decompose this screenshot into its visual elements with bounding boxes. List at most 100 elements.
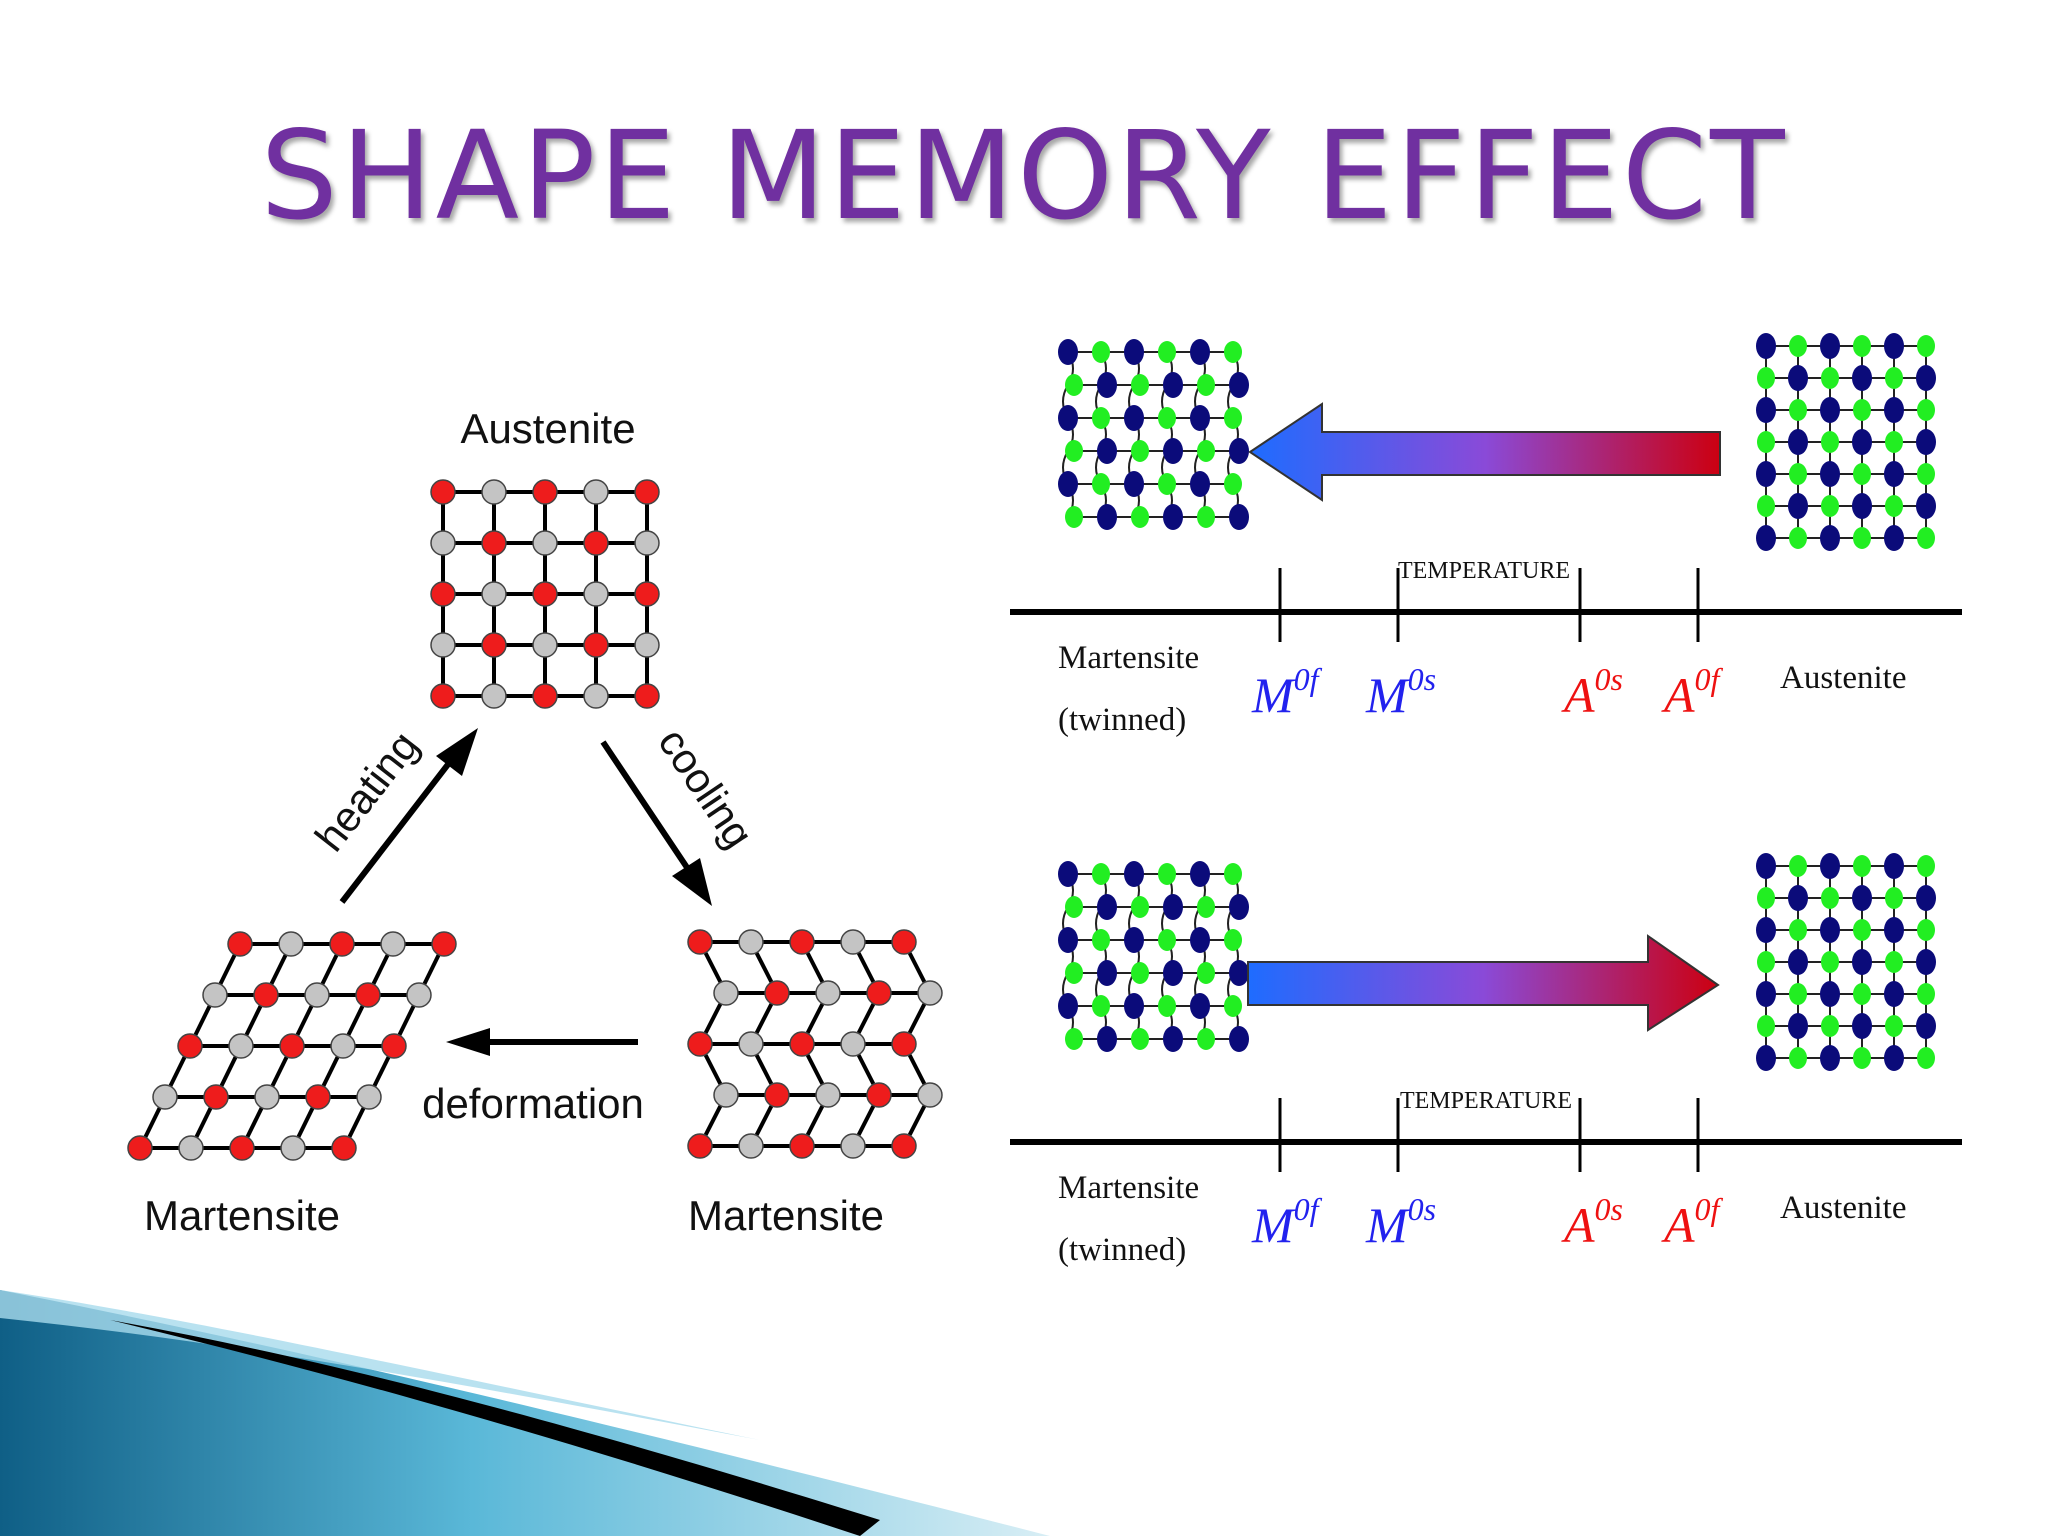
lattice-atom bbox=[1131, 440, 1149, 462]
lattice-atom bbox=[1197, 896, 1215, 918]
lattice-atom bbox=[1197, 506, 1215, 528]
temperature-marker-a0s: A0s bbox=[1561, 1191, 1623, 1253]
austenite-lattice-top bbox=[1756, 333, 1936, 551]
lattice-atom bbox=[1884, 461, 1904, 487]
lattice-atom bbox=[1885, 431, 1903, 453]
lattice-atom bbox=[1852, 493, 1872, 519]
lattice-atom bbox=[1853, 335, 1871, 357]
lattice-atom bbox=[1131, 896, 1149, 918]
lattice-atom bbox=[1124, 927, 1144, 953]
lattice-atom bbox=[1917, 527, 1935, 549]
temperature-marker-m0f: M0f bbox=[1251, 661, 1323, 723]
lattice-atom bbox=[1092, 995, 1110, 1017]
lattice-atom bbox=[1158, 863, 1176, 885]
lattice-atom bbox=[1158, 929, 1176, 951]
lattice-atom bbox=[1058, 861, 1078, 887]
lattice-atom bbox=[1757, 431, 1775, 453]
lattice-atom bbox=[1884, 981, 1904, 1007]
lattice-atom bbox=[1058, 927, 1078, 953]
lattice-atom bbox=[1190, 861, 1210, 887]
lattice-atom bbox=[1917, 855, 1935, 877]
austenite-right-label-bottom: Austenite bbox=[1780, 1190, 1906, 1226]
twinned-martensite-lattice-bottom bbox=[1058, 861, 1249, 1052]
lattice-atom bbox=[1853, 919, 1871, 941]
lattice-atom bbox=[1097, 1026, 1117, 1052]
lattice-atom bbox=[1058, 993, 1078, 1019]
lattice-atom bbox=[1820, 1045, 1840, 1071]
lattice-atom bbox=[1885, 367, 1903, 389]
lattice-atom bbox=[1065, 962, 1083, 984]
lattice-atom bbox=[1124, 861, 1144, 887]
lattice-atom bbox=[1884, 397, 1904, 423]
lattice-atom bbox=[1224, 473, 1242, 495]
lattice-atom bbox=[1788, 949, 1808, 975]
lattice-atom bbox=[1788, 1013, 1808, 1039]
lattice-atom bbox=[1163, 372, 1183, 398]
lattice-atom bbox=[1124, 993, 1144, 1019]
lattice-atom bbox=[1163, 438, 1183, 464]
lattice-atom bbox=[1163, 504, 1183, 530]
lattice-atom bbox=[1097, 504, 1117, 530]
temperature-marker-a0f: A0f bbox=[1661, 1191, 1724, 1253]
lattice-atom bbox=[1789, 335, 1807, 357]
heating-temperature-panel: TEMPERATURE Martensite (twinned) Austeni… bbox=[1010, 853, 1962, 1268]
lattice-atom bbox=[1820, 981, 1840, 1007]
lattice-atom bbox=[1820, 853, 1840, 879]
lattice-atom bbox=[1821, 887, 1839, 909]
lattice-atom bbox=[1789, 463, 1807, 485]
lattice-atom bbox=[1229, 1026, 1249, 1052]
lattice-atom bbox=[1131, 506, 1149, 528]
lattice-atom bbox=[1789, 855, 1807, 877]
austenite-lattice-bottom bbox=[1756, 853, 1936, 1071]
twinned-martensite-lattice-top bbox=[1058, 339, 1249, 530]
lattice-atom bbox=[1756, 397, 1776, 423]
lattice-atom bbox=[1916, 365, 1936, 391]
lattice-atom bbox=[1917, 1047, 1935, 1069]
lattice-atom bbox=[1853, 527, 1871, 549]
lattice-atom bbox=[1820, 525, 1840, 551]
lattice-atom bbox=[1757, 367, 1775, 389]
lattice-atom bbox=[1820, 397, 1840, 423]
lattice-atom bbox=[1190, 339, 1210, 365]
lattice-atom bbox=[1124, 471, 1144, 497]
lattice-atom bbox=[1190, 471, 1210, 497]
lattice-atom bbox=[1058, 405, 1078, 431]
lattice-atom bbox=[1916, 1013, 1936, 1039]
lattice-atom bbox=[1884, 853, 1904, 879]
lattice-atom bbox=[1197, 1028, 1215, 1050]
lattice-atom bbox=[1789, 919, 1807, 941]
lattice-atom bbox=[1917, 919, 1935, 941]
lattice-atom bbox=[1756, 981, 1776, 1007]
cooling-temperature-panel: TEMPERATURE Martensite (twinned) Austeni… bbox=[1010, 333, 1962, 738]
lattice-atom bbox=[1853, 463, 1871, 485]
lattice-atom bbox=[1789, 1047, 1807, 1069]
lattice-atom bbox=[1885, 1015, 1903, 1037]
lattice-atom bbox=[1756, 333, 1776, 359]
lattice-atom bbox=[1916, 885, 1936, 911]
lattice-atom bbox=[1884, 333, 1904, 359]
temperature-marker-m0s: M0s bbox=[1365, 661, 1436, 723]
lattice-atom bbox=[1917, 335, 1935, 357]
lattice-atom bbox=[1065, 1028, 1083, 1050]
lattice-atom bbox=[1884, 917, 1904, 943]
lattice-atom bbox=[1756, 525, 1776, 551]
lattice-atom bbox=[1884, 525, 1904, 551]
temperature-marker-m0f: M0f bbox=[1251, 1191, 1323, 1253]
lattice-atom bbox=[1131, 962, 1149, 984]
heating-gradient-arrow bbox=[1248, 936, 1718, 1030]
temperature-marker-a0s: A0s bbox=[1561, 661, 1623, 723]
lattice-atom bbox=[1131, 1028, 1149, 1050]
lattice-atom bbox=[1058, 339, 1078, 365]
cooling-gradient-arrow bbox=[1250, 404, 1720, 500]
lattice-atom bbox=[1852, 949, 1872, 975]
lattice-atom bbox=[1757, 1015, 1775, 1037]
lattice-atom bbox=[1190, 405, 1210, 431]
lattice-atom bbox=[1885, 951, 1903, 973]
lattice-atom bbox=[1190, 993, 1210, 1019]
lattice-atom bbox=[1884, 1045, 1904, 1071]
lattice-atom bbox=[1092, 473, 1110, 495]
lattice-atom bbox=[1788, 429, 1808, 455]
lattice-atom bbox=[1789, 527, 1807, 549]
lattice-atom bbox=[1916, 493, 1936, 519]
